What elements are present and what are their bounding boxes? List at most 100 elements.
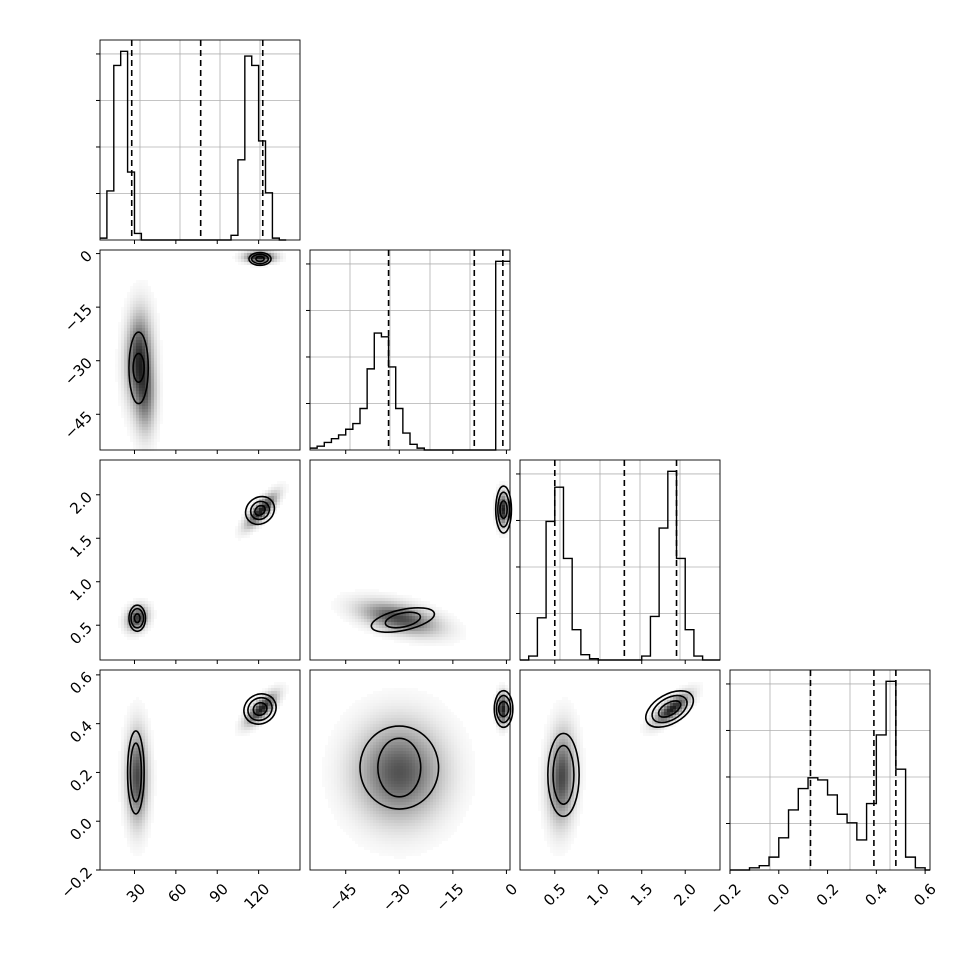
density-cell <box>355 613 358 616</box>
density-cell <box>151 802 154 805</box>
density-cell <box>406 610 409 613</box>
density-cell <box>448 742 451 745</box>
density-cell <box>442 640 445 643</box>
density-cell <box>124 625 127 628</box>
density-cell <box>421 703 424 706</box>
density-cell <box>139 721 142 724</box>
density-cell <box>352 718 355 721</box>
density-cell <box>421 784 424 787</box>
density-cell <box>133 793 136 796</box>
density-cell <box>394 745 397 748</box>
density-cell <box>445 775 448 778</box>
density-cell <box>148 772 151 775</box>
density-cell <box>502 523 505 526</box>
density-cell <box>388 844 391 847</box>
density-cell <box>460 772 463 775</box>
density-cell <box>148 337 151 340</box>
density-cell <box>454 799 457 802</box>
density-cell <box>370 790 373 793</box>
density-cell <box>403 802 406 805</box>
density-cell <box>151 748 154 751</box>
density-cell <box>391 604 394 607</box>
density-cell <box>394 796 397 799</box>
density-cell <box>382 769 385 772</box>
density-cell <box>433 802 436 805</box>
density-cell <box>325 748 328 751</box>
density-cell <box>430 844 433 847</box>
density-cell <box>433 820 436 823</box>
density-cell <box>445 643 448 646</box>
density-cell <box>400 700 403 703</box>
density-cell <box>385 826 388 829</box>
density-cell <box>427 760 430 763</box>
density-cell <box>118 349 121 352</box>
density-cell <box>451 826 454 829</box>
density-cell <box>460 820 463 823</box>
density-cell <box>406 733 409 736</box>
density-cell <box>433 643 436 646</box>
density-cell <box>346 592 349 595</box>
density-cell <box>247 253 250 256</box>
density-cell <box>340 763 343 766</box>
density-cell <box>364 724 367 727</box>
density-cell <box>421 601 424 604</box>
density-cell <box>397 736 400 739</box>
density-cell <box>343 784 346 787</box>
density-cell <box>154 343 157 346</box>
density-cell <box>418 628 421 631</box>
density-cell <box>121 745 124 748</box>
density-cell <box>388 760 391 763</box>
density-cell <box>439 820 442 823</box>
density-cell <box>271 262 274 265</box>
density-cell <box>133 388 136 391</box>
density-cell <box>349 811 352 814</box>
density-cell <box>337 721 340 724</box>
density-cell <box>448 619 451 622</box>
density-cell <box>502 502 505 505</box>
density-cell <box>370 829 373 832</box>
density-cell <box>154 781 157 784</box>
density-cell <box>370 592 373 595</box>
density-cell <box>406 703 409 706</box>
density-cell <box>118 379 121 382</box>
density-cell <box>403 820 406 823</box>
density-cell <box>367 757 370 760</box>
density-cell <box>409 805 412 808</box>
density-cell <box>400 823 403 826</box>
density-cell <box>124 334 127 337</box>
density-cell <box>403 763 406 766</box>
contour-line <box>243 693 277 725</box>
density-cell <box>430 829 433 832</box>
density-cell <box>388 613 391 616</box>
density-cell <box>127 340 130 343</box>
density-cell <box>460 739 463 742</box>
density-cell <box>415 757 418 760</box>
density-cell <box>403 841 406 844</box>
density-cell <box>463 778 466 781</box>
density-cell <box>124 361 127 364</box>
density-cell <box>133 841 136 844</box>
density-cell <box>388 778 391 781</box>
density-cell <box>403 598 406 601</box>
density-cell <box>148 400 151 403</box>
density-cell <box>442 712 445 715</box>
density-cell <box>154 412 157 415</box>
density-cell <box>349 802 352 805</box>
density-cell <box>364 715 367 718</box>
density-cell <box>433 634 436 637</box>
density-cell <box>430 622 433 625</box>
density-cell <box>367 817 370 820</box>
density-cell <box>370 817 373 820</box>
density-cell <box>346 715 349 718</box>
density-cell <box>448 754 451 757</box>
density-cell <box>442 808 445 811</box>
density-cell <box>331 733 334 736</box>
density-cell <box>124 610 127 613</box>
density-cell <box>139 829 142 832</box>
density-cell <box>400 748 403 751</box>
density-cell <box>364 760 367 763</box>
density-cell <box>241 721 244 724</box>
density-cell <box>157 394 160 397</box>
density-cell <box>355 724 358 727</box>
density-cell <box>124 400 127 403</box>
